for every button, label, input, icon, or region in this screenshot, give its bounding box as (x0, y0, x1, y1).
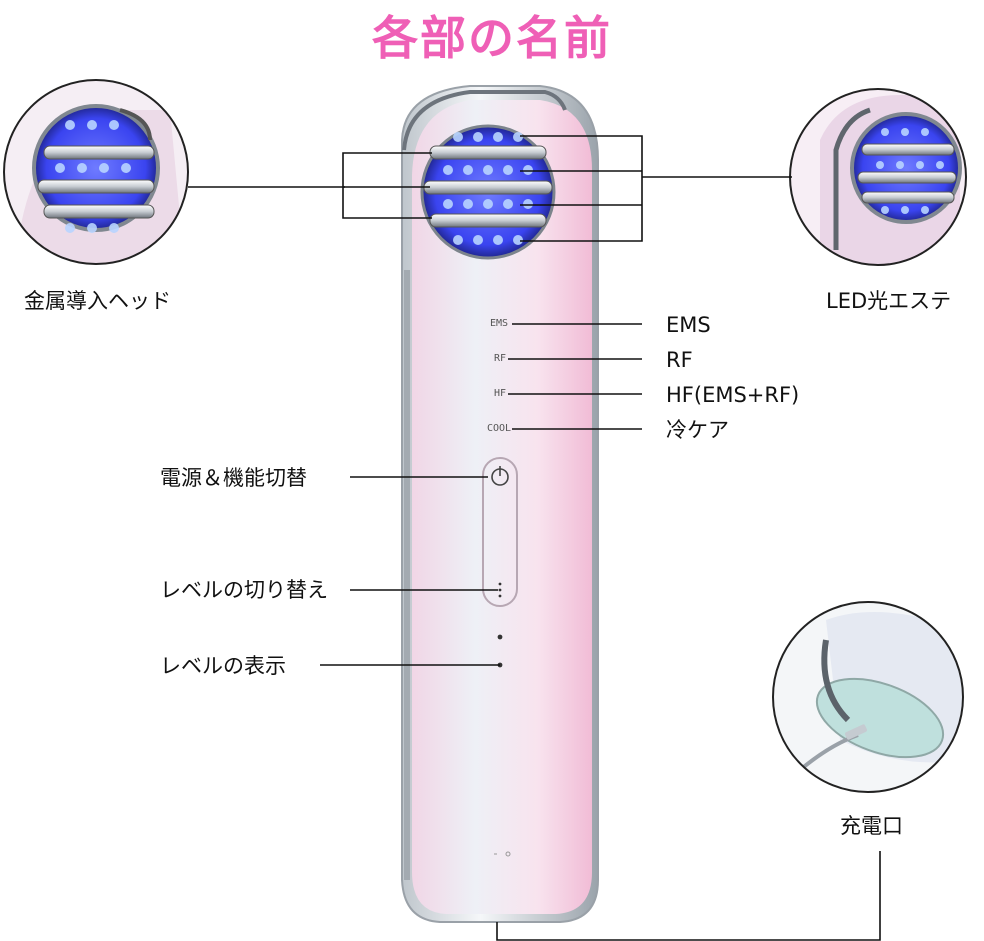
device-mark-rf: RF (494, 353, 507, 364)
device-mark-hf: HF (494, 388, 507, 399)
device-mark-ems: EMS (490, 318, 509, 329)
device-body (401, 85, 599, 923)
leader-lines (188, 135, 881, 941)
label-hf: HF(EMS+RF) (666, 383, 800, 407)
page-title: 各部の名前 (372, 11, 612, 65)
device-controls (482, 457, 518, 857)
label-led-esthe: LED光エステ (826, 289, 952, 313)
charge-port-inset (772, 601, 964, 793)
label-cool: 冷ケア (666, 418, 729, 442)
led-esthe-inset (789, 88, 967, 266)
label-rf: RF (666, 348, 693, 372)
label-power: 電源＆機能切替 (160, 466, 307, 490)
metal-head-inset (3, 79, 189, 265)
label-charge-port: 充電口 (840, 814, 903, 838)
device-mark-cool: COOL (487, 423, 512, 434)
label-level-display: レベルの表示 (160, 654, 286, 678)
label-ems: EMS (666, 313, 711, 337)
label-metal-head: 金属導入ヘッド (24, 289, 171, 313)
device-led-head (420, 124, 556, 260)
label-level-switch: レベルの切り替え (160, 578, 328, 602)
